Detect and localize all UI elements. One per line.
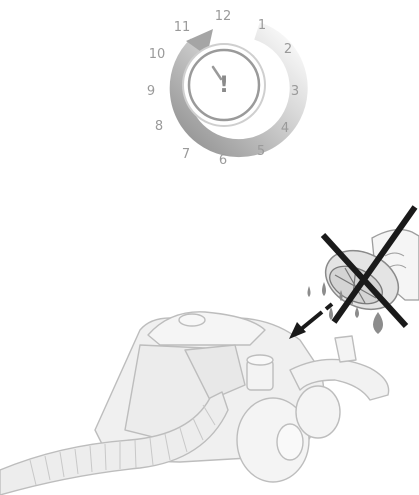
hour-labels: 12 1 2 3 4 5 6 7 8 9 10 11 [147, 9, 299, 168]
hour-label-3: 3 [291, 84, 299, 99]
clock-center-mark: ! [219, 73, 229, 98]
hour-label-7: 7 [182, 147, 190, 162]
vacuum-hose [0, 391, 229, 495]
vacuum-filter-housing-top [246, 354, 274, 366]
hour-label-5: 5 [257, 144, 265, 159]
hour-label-6: 6 [219, 153, 227, 168]
vacuum-wheel-large [236, 397, 310, 483]
vacuum-lid [147, 311, 266, 346]
exclamation-icon: ! [219, 73, 229, 98]
vacuum-latch [334, 335, 357, 363]
vacuum-cleaner-icon [0, 311, 390, 495]
water-drops [307, 282, 383, 334]
vacuum-cyclone-inner [184, 344, 246, 401]
direction-arrow-icon [289, 302, 334, 339]
vacuum-knob [178, 313, 206, 327]
hose-ribs [29, 404, 216, 486]
vacuum-wheel-rear [295, 385, 341, 439]
cross-out-icon [320, 205, 418, 329]
clock-hand [211, 65, 223, 81]
hour-label-8: 8 [155, 119, 163, 134]
hour-label-4: 4 [281, 121, 289, 136]
hour-label-1: 1 [258, 18, 266, 33]
clock-ring [169, 22, 308, 158]
clock-icon: ! 12 1 2 3 4 5 6 7 8 9 10 11 [147, 9, 308, 168]
hour-label-12: 12 [215, 9, 232, 24]
clock-dial-outline [187, 48, 261, 122]
vacuum-wheel-hub [276, 423, 304, 461]
hour-label-11: 11 [174, 20, 191, 35]
hour-label-2: 2 [284, 42, 292, 57]
clock-face [182, 43, 266, 127]
hour-label-10: 10 [149, 47, 166, 62]
hour-label-9: 9 [147, 84, 155, 99]
